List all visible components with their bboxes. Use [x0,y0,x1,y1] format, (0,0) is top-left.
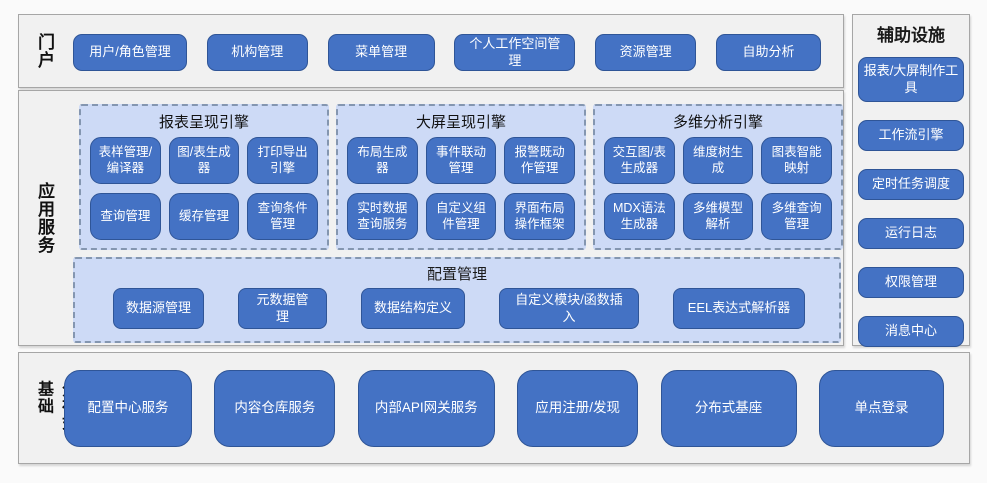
auxiliary-section-title: 辅助设施 [877,26,945,45]
app-services-section: 应用服务 报表呈现引擎 表样管理/编译器 图/表生成器 打印导出引擎 查询管理 … [18,90,844,346]
module-button[interactable]: 打印导出引擎 [247,137,318,184]
dist-button-content-repo[interactable]: 内容仓库服务 [214,370,336,447]
auxiliary-section: 辅助设施 报表/大屏制作工具 工作流引擎 定时任务调度 运行日志 权限管理 消息… [852,14,970,347]
aux-button-report-tool[interactable]: 报表/大屏制作工具 [858,57,964,102]
config-management-panel: 配置管理 数据源管理 元数据管理 数据结构定义 自定义模块/函数插入 EEL表达… [73,257,841,343]
olap-engine-panel: 多维分析引擎 交互图/表生成器 维度树生成 图表智能映射 MDX语法生成器 多维… [593,104,843,250]
report-engine-panel: 报表呈现引擎 表样管理/编译器 图/表生成器 打印导出引擎 查询管理 缓存管理 … [79,104,329,250]
module-button[interactable]: 界面布局操作框架 [504,193,575,240]
distributed-section: 分布式基础 配置中心服务 内容仓库服务 内部API网关服务 应用注册/发现 分布… [18,352,970,464]
module-button[interactable]: 交互图/表生成器 [604,137,675,184]
dashboard-engine-title: 大屏呈现引擎 [415,114,506,131]
dist-button-sso[interactable]: 单点登录 [818,370,944,447]
module-button[interactable]: 缓存管理 [168,193,240,240]
config-button-eel-parser[interactable]: EEL表达式解析器 [673,288,805,329]
module-button[interactable]: 图表智能映射 [761,137,832,184]
aux-button-workflow[interactable]: 工作流引擎 [858,120,964,151]
portal-button-workspace[interactable]: 个人工作空间管理 [454,34,576,71]
module-button[interactable]: MDX语法生成器 [604,193,675,240]
portal-button-menu[interactable]: 菜单管理 [327,34,435,71]
dist-button-app-registry[interactable]: 应用注册/发现 [517,370,639,447]
module-button[interactable]: 表样管理/编译器 [90,137,161,184]
module-button[interactable]: 查询条件管理 [247,193,318,240]
config-button-custom-module[interactable]: 自定义模块/函数插入 [499,288,639,329]
aux-button-message-center[interactable]: 消息中心 [858,316,964,347]
dist-button-config-center[interactable]: 配置中心服务 [64,370,192,447]
distributed-button-row: 配置中心服务 内容仓库服务 内部API网关服务 应用注册/发现 分布式基座 单点… [64,370,944,447]
config-button-datasource[interactable]: 数据源管理 [113,288,204,329]
portal-button-resource[interactable]: 资源管理 [595,34,697,71]
dist-button-api-gateway[interactable]: 内部API网关服务 [357,370,495,447]
aux-button-scheduler[interactable]: 定时任务调度 [858,169,964,200]
aux-button-permission[interactable]: 权限管理 [858,267,964,298]
portal-button-row: 用户/角色管理 机构管理 菜单管理 个人工作空间管理 资源管理 自助分析 [73,34,821,71]
config-management-title: 配置管理 [426,266,487,283]
module-button[interactable]: 实时数据查询服务 [347,193,418,240]
module-button[interactable]: 查询管理 [90,193,161,240]
module-button[interactable]: 多维模型解析 [682,193,754,240]
portal-button-user-role[interactable]: 用户/角色管理 [73,34,187,71]
config-button-structure[interactable]: 数据结构定义 [361,288,465,329]
config-button-row: 数据源管理 元数据管理 数据结构定义 自定义模块/函数插入 EEL表达式解析器 [113,288,805,329]
dashboard-engine-grid: 布局生成器 事件联动管理 报警既动作管理 实时数据查询服务 自定义组件管理 界面… [347,137,575,240]
olap-engine-grid: 交互图/表生成器 维度树生成 图表智能映射 MDX语法生成器 多维模型解析 多维… [604,137,832,240]
module-button[interactable]: 布局生成器 [347,137,418,184]
portal-button-org[interactable]: 机构管理 [206,34,308,71]
module-button[interactable]: 报警既动作管理 [504,137,575,184]
aux-button-runlog[interactable]: 运行日志 [858,218,964,249]
module-button[interactable]: 图/表生成器 [168,137,240,184]
module-button[interactable]: 自定义组件管理 [425,193,497,240]
olap-engine-title: 多维分析引擎 [672,114,763,131]
report-engine-grid: 表样管理/编译器 图/表生成器 打印导出引擎 查询管理 缓存管理 查询条件管理 [90,137,318,240]
portal-button-selfservice[interactable]: 自助分析 [715,34,821,71]
dashboard-engine-panel: 大屏呈现引擎 布局生成器 事件联动管理 报警既动作管理 实时数据查询服务 自定义… [336,104,586,250]
config-button-metadata[interactable]: 元数据管理 [238,288,327,329]
dist-button-distributed-base[interactable]: 分布式基座 [660,370,797,447]
module-button[interactable]: 事件联动管理 [425,137,497,184]
engine-row: 报表呈现引擎 表样管理/编译器 图/表生成器 打印导出引擎 查询管理 缓存管理 … [79,104,843,250]
module-button[interactable]: 维度树生成 [682,137,754,184]
portal-section-label: 门户 [35,33,54,69]
module-button[interactable]: 多维查询管理 [761,193,832,240]
app-services-section-label: 应用服务 [35,182,54,254]
report-engine-title: 报表呈现引擎 [158,114,249,131]
portal-section: 门户 用户/角色管理 机构管理 菜单管理 个人工作空间管理 资源管理 自助分析 [18,14,844,88]
